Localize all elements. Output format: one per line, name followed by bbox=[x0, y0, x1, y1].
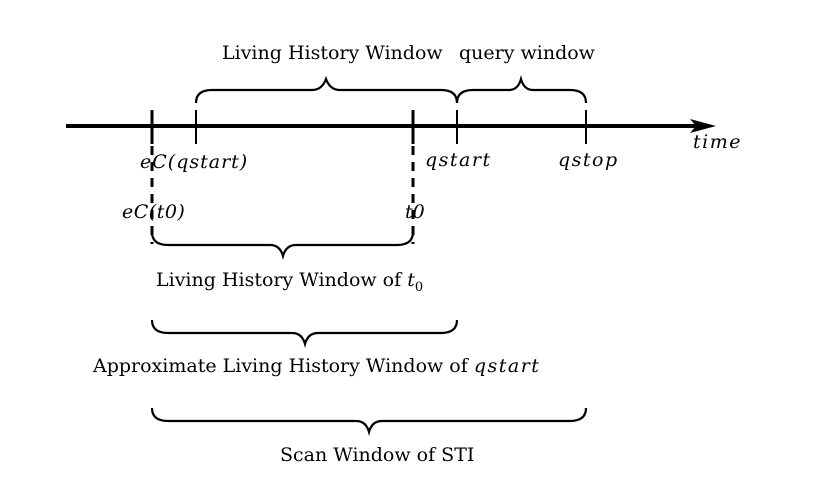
label-ec-qstart: eC(qstart) bbox=[140, 151, 249, 173]
brace-living-history-window-t0 bbox=[150, 231, 415, 261]
label-qstart: qstart bbox=[425, 149, 492, 171]
lhw-t0-sub: 0 bbox=[414, 280, 424, 295]
brace-living-history-window bbox=[194, 75, 459, 104]
label-qstop: qstop bbox=[558, 149, 619, 171]
approx-var: qstart bbox=[473, 355, 541, 377]
label-time: time bbox=[693, 131, 742, 153]
label-ec-t0: eC(t0) bbox=[122, 201, 186, 223]
label-approx-living-history-window: Approximate Living History Window of qst… bbox=[93, 357, 540, 376]
label-living-history-window-t0: Living History Window of t0 bbox=[156, 269, 423, 295]
label-query-window: query window bbox=[459, 42, 595, 64]
label-living-history-window: Living History Window bbox=[222, 42, 443, 64]
brace-approx-living-history-window bbox=[150, 319, 459, 349]
time-axis-arrowhead bbox=[690, 119, 716, 133]
label-scan-window: Scan Window of STI bbox=[280, 444, 475, 466]
brace-scan-window bbox=[150, 407, 588, 437]
brace-query-window bbox=[455, 74, 588, 104]
approx-prefix: Approximate Living History Window of bbox=[93, 355, 474, 377]
lhw-t0-prefix: Living History Window of bbox=[156, 269, 408, 291]
label-t0: t0 bbox=[405, 201, 425, 223]
lhw-t0-var: t bbox=[407, 269, 415, 291]
